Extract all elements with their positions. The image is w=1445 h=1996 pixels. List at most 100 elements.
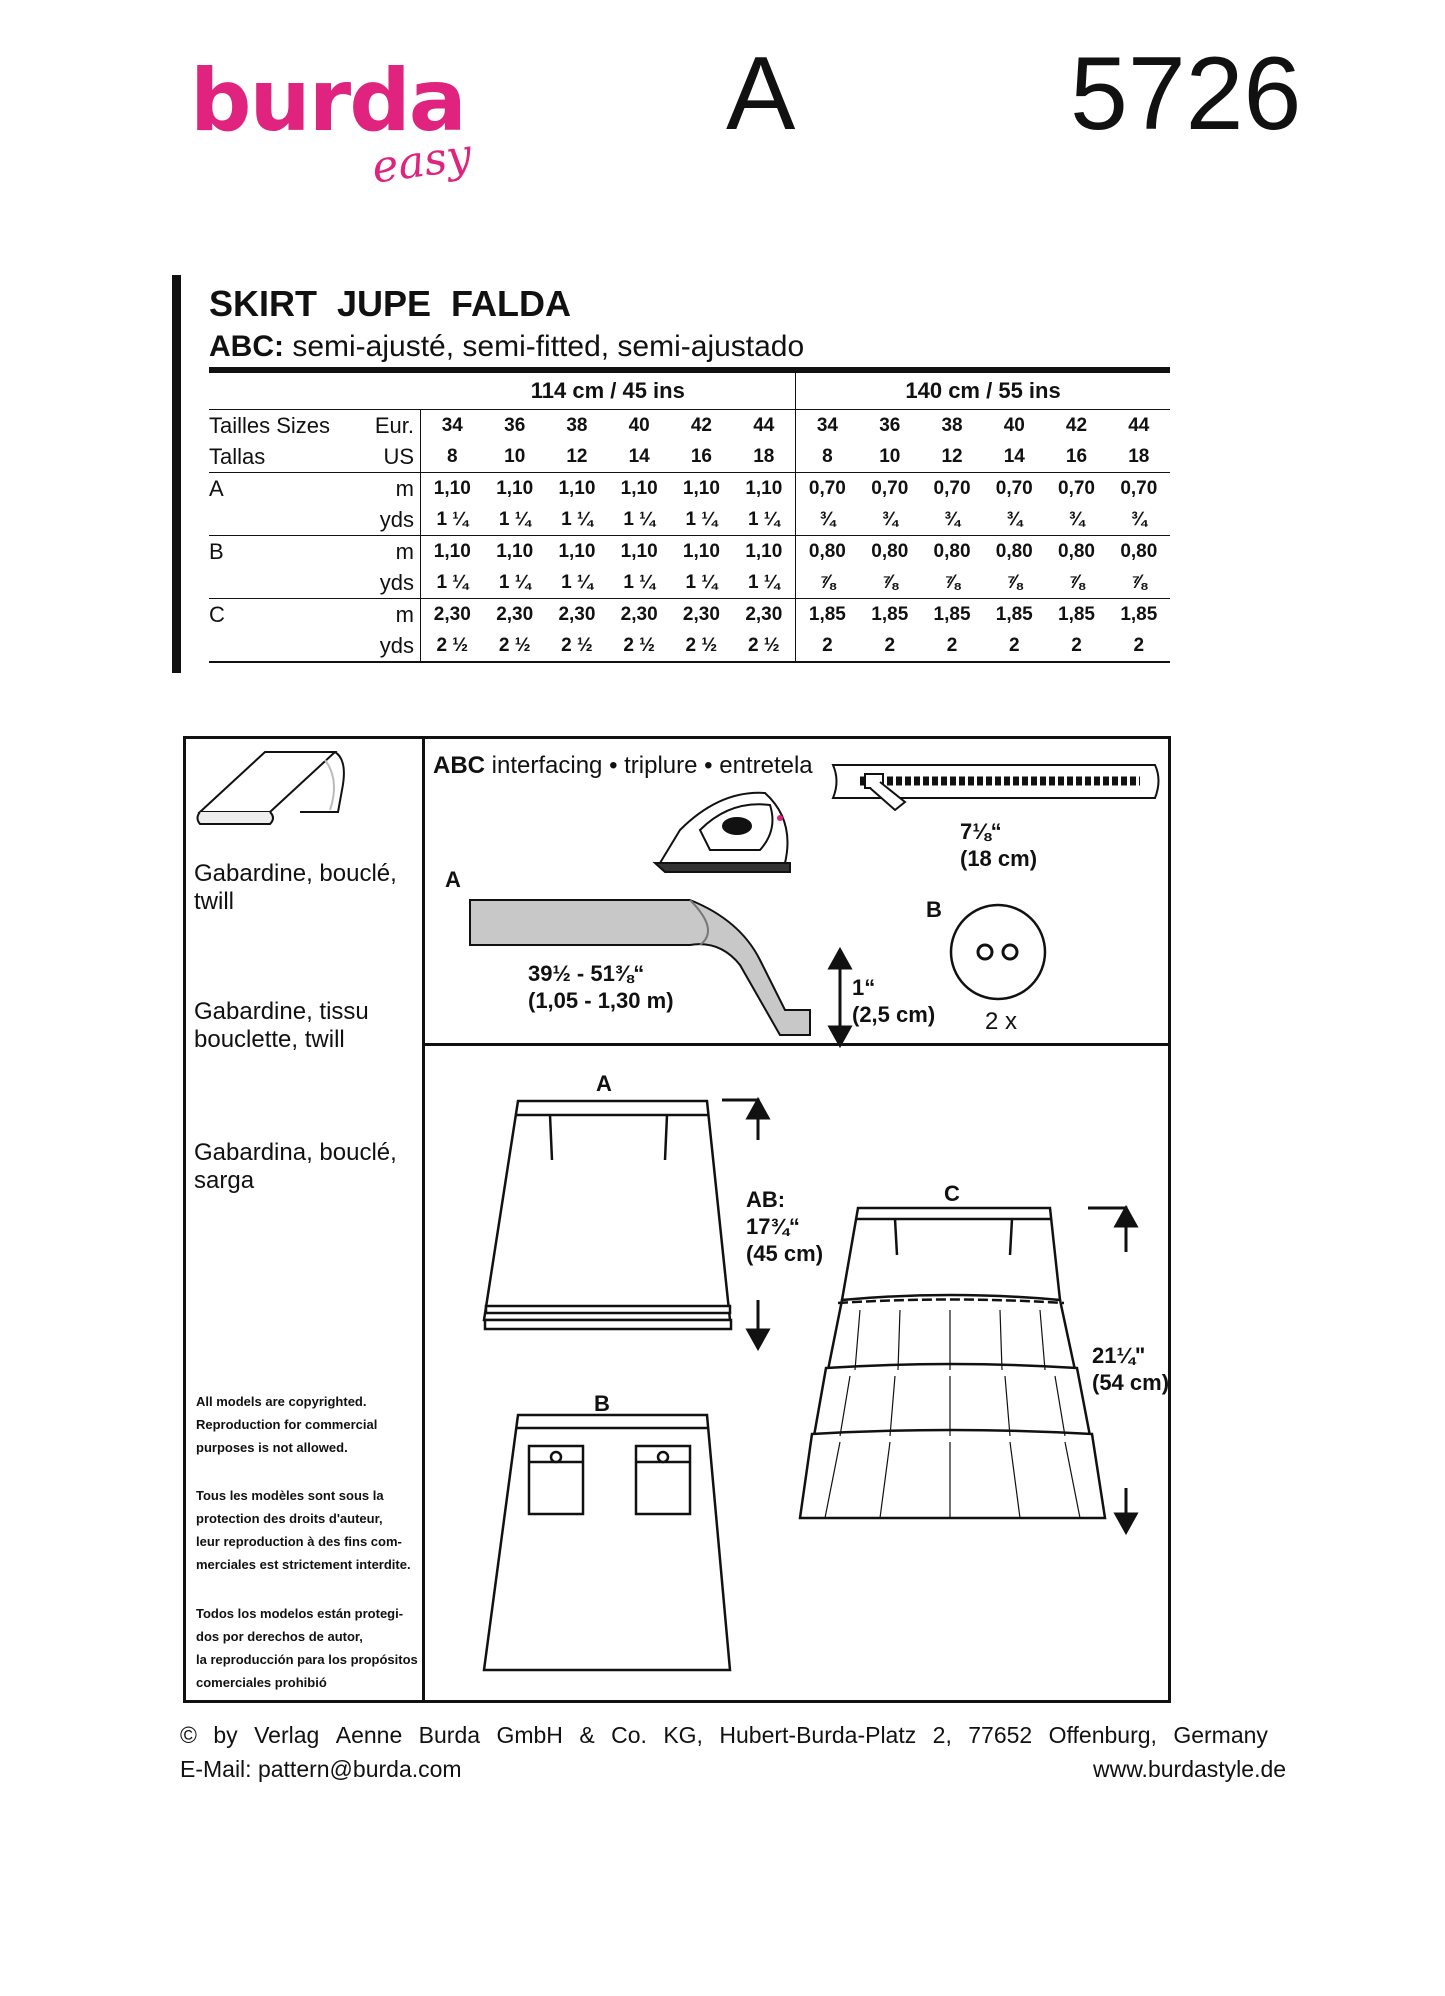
yardage-cell: 1,10 <box>558 540 596 562</box>
size-us: 18 <box>732 441 797 473</box>
yardage-cell: ¾ <box>1045 504 1108 536</box>
yardage-cell: 0,70 <box>1058 477 1095 499</box>
size-eur: 36 <box>504 414 526 436</box>
fabric-bolt-icon <box>196 751 345 825</box>
interfacing-length-cm: (1,05 - 1,30 m) <box>528 988 674 1013</box>
size-us: 10 <box>858 441 921 473</box>
copyright-line: All models are copyrighted. <box>196 1394 367 1409</box>
yardage-cell: 2 ½ <box>732 630 797 663</box>
copyright-line: Reproduction for commercial <box>196 1417 378 1432</box>
yardage-cell: ¾ <box>858 504 921 536</box>
skirt-b-drawing <box>482 1413 732 1672</box>
view-c-caption: C <box>944 1181 960 1206</box>
yardage-cell: 1 ¼ <box>670 567 733 599</box>
zipper-length-ins: 7⅛“ <box>960 819 1002 844</box>
yardage-cell: 1 ¼ <box>670 504 733 536</box>
publisher-word: GmbH <box>496 1722 563 1748</box>
copyright-line: protection des droits d'auteur, <box>196 1511 383 1526</box>
yardage-cell: 1 ¼ <box>732 567 797 599</box>
unit-m: m <box>359 472 421 504</box>
size-eur: 44 <box>732 409 797 441</box>
zipper-length: 7⅛“ (18 cm) <box>960 818 1037 872</box>
publisher-word: Burda <box>418 1722 481 1748</box>
publisher-word: KG, <box>663 1722 703 1748</box>
yardage-cell: 2 ½ <box>483 630 546 663</box>
view-b-caption: B <box>594 1391 610 1416</box>
interfacing-width-cm: (2,5 cm) <box>852 1002 936 1027</box>
fabric-line: sarga <box>194 1167 255 1194</box>
copyright-notice-es: Todos los modelos están protegi- dos por… <box>196 1602 418 1694</box>
copyright-line: Tous les modèles sont sous la <box>196 1488 384 1503</box>
yardage-cell: ⅞ <box>920 567 984 599</box>
notion-label-b: B <box>926 897 942 922</box>
envelope-view-letter: A <box>726 36 796 152</box>
yardage-cell: 1,10 <box>682 540 720 562</box>
illustration-box <box>183 736 1171 1703</box>
yardage-cell: 0,80 <box>808 540 846 562</box>
website-link[interactable]: www.burdastyle.de <box>1093 1756 1287 1782</box>
view-a-spacer <box>209 504 359 536</box>
iron-icon <box>652 791 791 873</box>
yardage-cell: ⅞ <box>858 567 921 599</box>
yardage-cell: 1,85 <box>871 603 909 625</box>
ab-finished-length: AB: 17¾“ (45 cm) <box>746 1186 823 1267</box>
yardage-cell: 1 ¼ <box>732 504 797 536</box>
yardage-cell: 2 <box>920 630 984 663</box>
brand-logo: burda <box>190 51 467 151</box>
view-c-spacer <box>209 630 359 663</box>
yardage-cell: 1,10 <box>558 477 596 499</box>
yardage-cell: 2 <box>795 630 859 663</box>
yardage-header-blank <box>209 373 421 410</box>
view-b-spacer <box>209 567 359 599</box>
publisher-word: Aenne <box>335 1722 403 1748</box>
size-eur: 44 <box>1128 414 1150 436</box>
size-us: 8 <box>795 441 859 473</box>
size-eur: 34 <box>816 414 838 436</box>
size-us: 14 <box>983 441 1046 473</box>
yardage-cell: 0,70 <box>808 477 846 499</box>
garment-title: SKIRT JUPE FALDA <box>209 283 572 324</box>
skirt-ab-length-arrows <box>722 1096 771 1352</box>
yardage-cell: ¾ <box>983 504 1046 536</box>
yardage-cell: 2 <box>858 630 921 663</box>
publisher-word: Germany <box>1173 1722 1268 1748</box>
copyright-line: dos por derechos de autor, <box>196 1629 363 1644</box>
yardage-cell: 2 ½ <box>545 630 609 663</box>
unit-m: m <box>359 598 421 630</box>
interfacing-width-arrow <box>827 946 853 1049</box>
size-eur: 42 <box>1065 414 1088 436</box>
fabric-line: twill <box>194 888 234 915</box>
yardage-cell: 1 ¼ <box>608 504 671 536</box>
yardage-cell: 1 ¼ <box>420 567 484 599</box>
yardage-cell: 1,85 <box>995 603 1033 625</box>
interfacing-text: interfacing • triplure • entretela <box>485 752 813 779</box>
yardage-cell: 2,30 <box>433 603 471 625</box>
size-us: 12 <box>545 441 609 473</box>
yardage-cell: ¾ <box>795 504 859 536</box>
yardage-cell: 0,70 <box>933 477 971 499</box>
publisher-word: & <box>579 1722 595 1748</box>
yardage-cell: 0,70 <box>1120 477 1158 499</box>
box-divider-horizontal <box>422 1043 1171 1046</box>
interfacing-width: 1“ (2,5 cm) <box>852 974 935 1028</box>
buttons-quantity: 2 x <box>985 1008 1018 1035</box>
yardage-cell: 1 ¼ <box>483 567 546 599</box>
contact-email[interactable]: E-Mail: pattern@burda.com <box>180 1756 462 1782</box>
c-length-ins: 21¼" <box>1092 1343 1146 1368</box>
copyright-notice-fr: Tous les modèles sont sous la protection… <box>196 1484 411 1576</box>
yardage-cell: 1,10 <box>732 472 797 504</box>
yardage-cell: ¾ <box>1107 504 1170 536</box>
fabric-line: Gabardine, tissu <box>194 998 369 1025</box>
copyright-line: purposes is not allowed. <box>196 1440 348 1455</box>
yardage-cell: 1,10 <box>620 477 658 499</box>
publisher-word: Hubert-Burda-Platz <box>719 1722 917 1748</box>
yardage-cell: 0,80 <box>933 540 971 562</box>
interfacing-strip-icon <box>469 899 811 1036</box>
view-b-label: B <box>209 538 224 564</box>
c-finished-length: 21¼" (54 cm) <box>1092 1342 1169 1396</box>
yardage-cell: 2 <box>1107 630 1170 663</box>
eur-label: Eur. <box>359 409 421 441</box>
yardage-cell: 1 ¼ <box>545 567 609 599</box>
publisher-word: 77652 <box>968 1722 1033 1748</box>
